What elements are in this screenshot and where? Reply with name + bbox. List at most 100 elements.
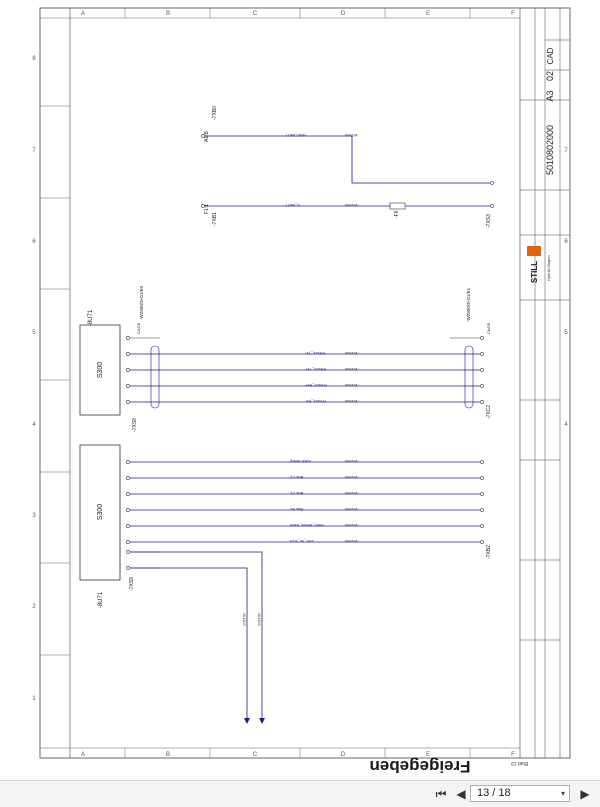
grid-col-c-bottom: C (253, 752, 258, 758)
grid-col-f: F (511, 11, 515, 17)
top-wire-ref-2: -W1066 (344, 203, 359, 208)
grid-row-6-right: 6 (564, 239, 568, 245)
top-signal-gnd: GND_BATT (284, 133, 306, 138)
print-ref: Blatt 19 (511, 760, 528, 766)
approval-stamp: Freigegeben (369, 757, 470, 776)
grid-col-e: E (426, 11, 430, 17)
grid-row-2: 2 (32, 604, 36, 610)
lower-signal-c2: Bus C2 (289, 475, 303, 480)
grid-col-a-bottom: A (81, 752, 85, 758)
lower-wire-ref-1: -W1066 (344, 459, 359, 464)
conn-out-a-label: -7XS3 (486, 214, 492, 228)
upper-wire-ref-1: -W1066 (344, 351, 359, 356)
upper-signal-txm: RS422_Tx- (304, 351, 325, 356)
grid-row-5: 5 (32, 330, 36, 336)
title-block (520, 39, 570, 641)
lower-wire-ref-3: -W1066 (344, 491, 359, 496)
lower-wire-ref-6: -W1066 (344, 539, 359, 544)
downlead-wires (130, 551, 263, 718)
grid-col-c: C (253, 11, 258, 17)
fuse-label: -F6 (394, 210, 400, 218)
conn-top-pin: A1:B (204, 130, 210, 142)
page-indicator[interactable]: 13 / 18 ▾ (470, 785, 570, 802)
part-number: 5010802000 (545, 125, 555, 175)
grid-row-4: 4 (32, 422, 36, 428)
company-name: STILL (530, 261, 539, 283)
upper-module-label: S300 (97, 362, 104, 378)
grid-row-4-right: 4 (564, 422, 568, 428)
grid-row-8: 8 (32, 56, 36, 62)
lower-wire-ref-4: -W1066 (344, 507, 359, 512)
upper-wire-ref-2: -W1066 (344, 367, 359, 372)
lower-wire-ref-5: -W1066 (344, 523, 359, 528)
upper-bus-wires (130, 353, 480, 403)
schematic-sheet: A B C D E F A B C D E F 1 2 3 4 5 6 7 8 … (32, 7, 571, 776)
lower-signal-b1: Bus B1 (289, 507, 303, 512)
upper-module: S300 -8U71 -7XS8 (79, 309, 138, 432)
grid-col-b: B (166, 11, 170, 17)
company-logo: STILL Hybrid-Wagen (527, 246, 551, 283)
upper-wire-ref-3: -W1066 (344, 383, 359, 388)
conn-fuse-label: -7XB1 (212, 212, 218, 226)
power-wires (205, 135, 490, 207)
previous-page-icon: ◀ (456, 787, 466, 801)
grid-row-5-right: 5 (564, 330, 568, 336)
first-page-button[interactable]: ⏮ (432, 785, 450, 803)
previous-page-button[interactable]: ◀ (452, 785, 470, 803)
upper-signal-txp: RS422_Tx+ (304, 367, 326, 372)
lower-module-id: -8U71 (98, 591, 104, 608)
down-ref-1: -W1103 (242, 612, 247, 626)
next-page-icon: ▶ (580, 787, 590, 801)
lower-signal-gnd: GND_SENS_S300 (289, 523, 323, 528)
grid-row-7-right: 7 (564, 148, 568, 154)
chevron-down-icon: ▾ (560, 789, 565, 798)
top-wire-ref-1: -W1066 (344, 133, 359, 138)
off-page-arrows (244, 718, 265, 724)
upper-module-id: -8U71 (88, 309, 94, 326)
grid-col-d-bottom: D (341, 752, 346, 758)
grid-column-ticks (124, 8, 471, 758)
cable-shield (150, 345, 474, 409)
viewer-toolbar: ⏮ ◀ 13 / 18 ▾ ▶ (0, 780, 600, 807)
grid-col-e-bottom: E (426, 752, 430, 758)
conn-out-c-label: -7XB2 (486, 545, 492, 559)
conn-out-b-label: -7XC2 (486, 405, 492, 419)
shield-right-label: -W2900/3H11/E1 (466, 287, 471, 322)
next-page-button[interactable]: ▶ (576, 785, 594, 803)
first-page-icon: ⏮ (435, 787, 447, 801)
lower-signal-sleep: S300 Sleep (289, 459, 310, 464)
lower-signal-c1: Bus C1 (289, 491, 303, 496)
conn-top-label: -7XB0 (212, 106, 218, 120)
upper-signal-rxp: RS422_Rx+ (304, 383, 326, 388)
fuse-symbol (389, 202, 406, 210)
lower-signal-24v: 24V_SL_K10 (289, 539, 313, 544)
sheet-frame (39, 7, 571, 759)
grid-row-1: 1 (32, 696, 36, 702)
lower-module-connector: -7XS9 (129, 577, 135, 591)
lower-module-label: S300 (97, 504, 104, 520)
upper-wire-ref-4: -W1066 (344, 399, 359, 404)
grid-col-a: A (81, 11, 85, 17)
cad-label: CAD (546, 47, 555, 64)
upper-right-cage: CAGE (486, 322, 491, 334)
upper-signal-cage: CAGE (136, 322, 141, 334)
lower-wire-ref-2: -W1066 (344, 475, 359, 480)
upper-signal-rxm: RS422_Rx- (304, 399, 325, 404)
company-sub: Hybrid-Wagen (546, 255, 551, 280)
grid-col-f-bottom: F (511, 752, 515, 758)
conn-fuse-pin: F1:1 (204, 204, 210, 214)
shield-left-label: -W2900/3H11/E0 (139, 285, 144, 320)
page-indicator-text: 13 / 18 (477, 787, 511, 799)
sheet-format: A3 (545, 90, 555, 101)
grid-col-d: D (341, 11, 346, 17)
grid-row-7: 7 (32, 148, 36, 154)
grid-row-3: 3 (32, 513, 36, 519)
top-signal-ubatt: U_BATT (284, 203, 300, 208)
down-ref-2: -W1104 (257, 612, 262, 626)
upper-module-connector: -7XS8 (132, 418, 138, 432)
lower-bus-wires (130, 461, 480, 543)
grid-col-b-bottom: B (166, 752, 170, 758)
sheet-number: 02 (545, 71, 555, 81)
lower-module: S300 -8U71 -7XS9 (79, 444, 135, 608)
grid-row-6: 6 (32, 239, 36, 245)
